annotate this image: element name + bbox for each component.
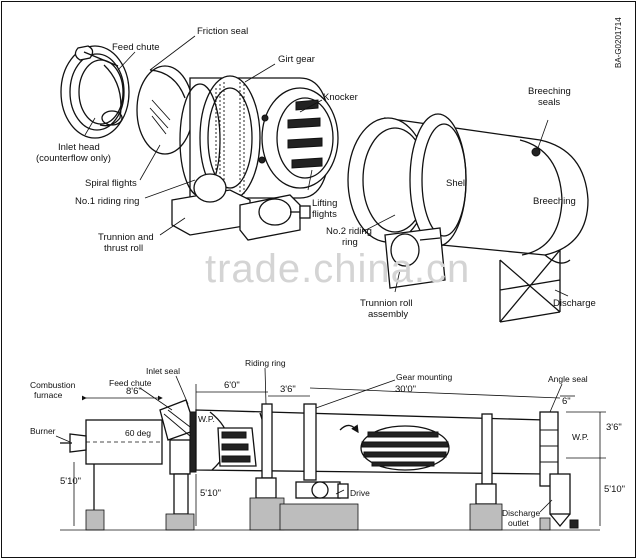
label-lifting-flights-l1: Lifting [312,198,337,209]
supports [249,477,503,531]
label-riding-ring-1: No.1 riding ring [75,196,139,207]
discharge-support [499,249,571,323]
label-inlet-seal: Inlet seal [146,366,180,376]
dim-ring-spacing-a: 6'0" [224,380,240,391]
label-lifting-flights: Lifting flights [312,198,340,220]
exploded-view: Feed chute Friction seal Girt gear Knock… [36,26,596,323]
label-riding-ring-2: No.2 riding ring [326,226,375,248]
label-trunnion-roll-l2: assembly [368,309,408,320]
feed-chute-assembly [159,399,197,531]
inlet-head [60,45,130,139]
trunnion-roll-assembly [384,227,446,289]
figure-code: BA-G0201714 [614,17,623,68]
dim-right-upper: 3'6" [606,422,622,433]
label-shell: Shell [446,178,467,189]
label-trunnion-thrust: Trunnion and thrust roll [98,232,156,254]
label-riding-ring-2-l2: ring [342,237,358,248]
label-wp-left: W.P. [198,414,215,424]
label-breeching-seals-l2: seals [538,97,560,108]
label-discharge: Discharge [553,298,596,309]
label-knocker: Knocker [323,92,358,103]
label-breeching-seals: Breeching seals [528,86,573,108]
dim-end-length: 6" [562,396,571,407]
label-burner: Burner [30,426,56,436]
trunnion-thrust-roll [171,173,311,241]
label-angle-seal: Angle seal [548,374,588,384]
dim-furnace-length: 8'6" [126,386,142,397]
dim-left-height: 5'10" [60,476,81,487]
girt-gear-drum [179,75,339,201]
label-gear-mounting: Gear mounting [396,372,452,382]
dim-right-lower: 5'10" [604,484,625,495]
label-spiral-flights: Spiral flights [85,178,137,189]
dimension-lines [73,384,606,526]
combustion-furnace [60,419,163,531]
label-girt-gear: Girt gear [278,54,315,65]
label-trunnion-thrust-l1: Trunnion and [98,232,154,243]
label-lifting-flights-l2: flights [312,209,337,220]
label-breeching: Breeching [533,196,576,207]
label-feed-chute: Feed chute [112,42,160,53]
label-trunnion-roll-l1: Trunnion roll [360,298,412,309]
label-friction-seal: Friction seal [197,26,248,37]
top-leaders [84,35,569,297]
label-trunnion-thrust-l2: thrust roll [104,243,143,254]
dim-overall-length: 30'0" [395,384,416,395]
label-inlet-head-l2: (counterflow only) [36,153,111,164]
label-trunnion-roll: Trunnion roll assembly [360,298,415,320]
dim-inlet-height: 5'10" [200,488,221,499]
label-riding-ring: Riding ring [245,358,286,368]
discharge-end [539,411,579,531]
label-drive: Drive [350,488,370,498]
label-combustion-furnace-l2: furnace [34,390,63,400]
label-discharge-outlet-l2: outlet [508,518,529,528]
label-breeching-seals-l1: Breeching [528,86,571,97]
label-discharge-outlet-l1: Discharge [502,508,541,518]
label-inlet-head: Inlet head (counterflow only) [36,142,111,164]
label-inlet-head-l1: Inlet head [58,142,100,153]
dim-ring-spacing-b: 3'6" [280,384,296,395]
label-discharge-outlet: Discharge outlet [502,508,543,528]
label-angle: 60 deg [125,428,151,438]
label-riding-ring-2-l1: No.2 riding [326,226,372,237]
side-elevation: Combustion furnace Feed chute Inlet seal… [30,358,625,531]
watermark: trade.china.cn [205,247,470,291]
label-combustion-furnace-l1: Combustion [30,380,76,390]
label-feed-chute-bottom: Feed chute [109,378,152,388]
kiln-shell [195,403,546,485]
label-combustion-furnace: Combustion furnace [30,380,78,400]
label-wp-right: W.P. [572,432,589,442]
bottom-leaders [55,367,563,513]
friction-seal-section [136,65,194,155]
shell [347,113,589,256]
